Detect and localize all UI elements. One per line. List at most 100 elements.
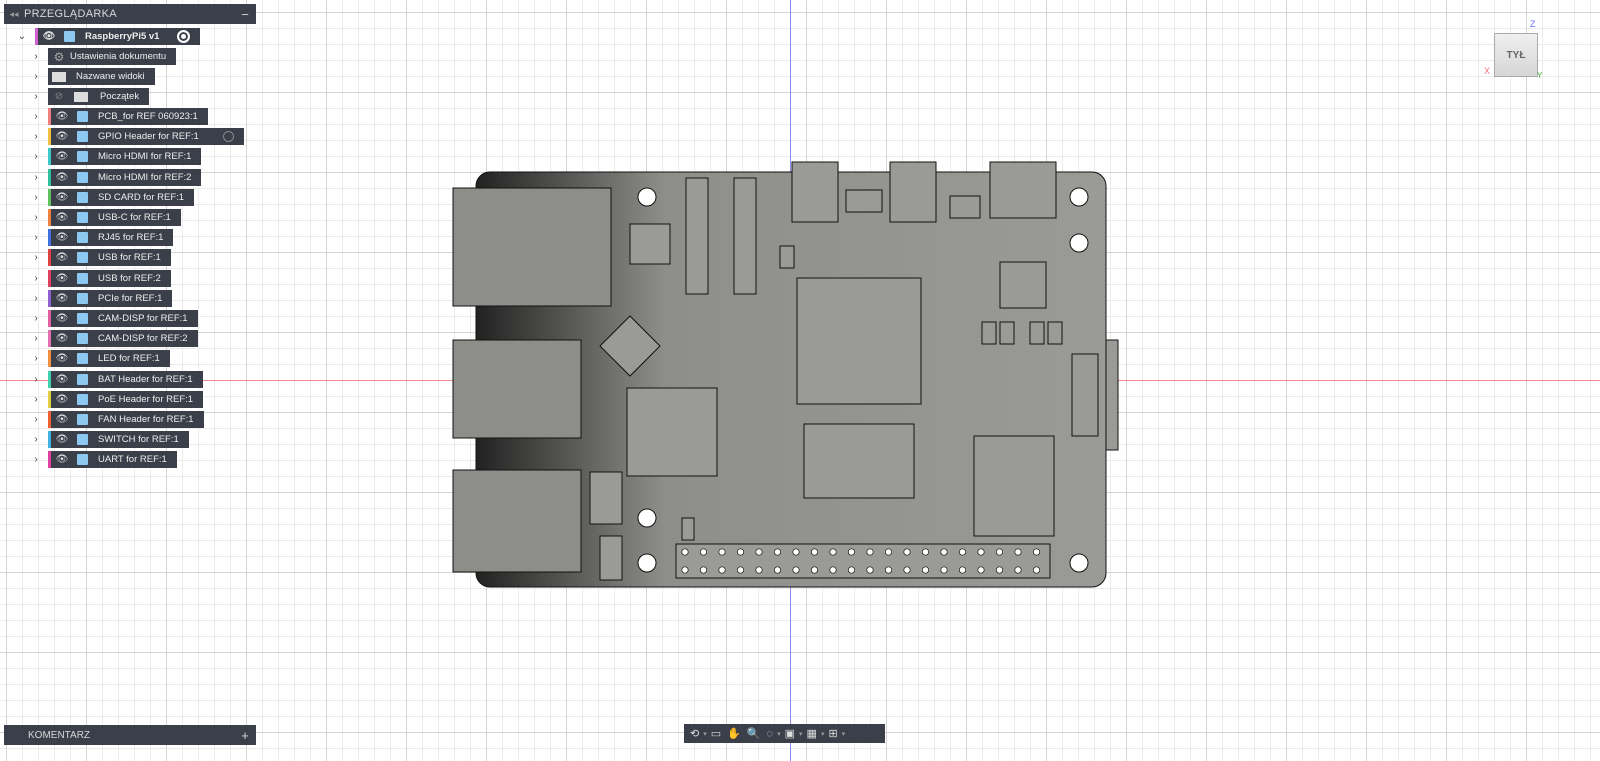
minimize-button[interactable]: −	[241, 6, 249, 22]
component-label: UART for REF:1	[98, 454, 167, 466]
chevron-right-icon[interactable]: ›	[34, 71, 38, 82]
chevron-right-icon[interactable]: ›	[34, 212, 38, 223]
tree-component[interactable]: › 👁 UART for REF:1	[30, 451, 177, 469]
chevron-down-icon[interactable]: ⌄	[17, 31, 27, 42]
chevron-down-icon[interactable]: ▾	[703, 730, 707, 738]
eye-icon[interactable]: 👁	[55, 151, 69, 163]
chevron-right-icon[interactable]: ›	[34, 51, 38, 62]
eye-icon[interactable]: 👁	[55, 292, 69, 304]
eye-icon[interactable]: 👁	[55, 191, 69, 203]
chevron-right-icon[interactable]: ›	[34, 232, 38, 244]
eye-icon[interactable]: 👁	[55, 333, 69, 345]
chevron-right-icon[interactable]: ›	[34, 91, 38, 102]
viewports-icon[interactable]: ⊞	[828, 728, 838, 740]
chevron-right-icon[interactable]: ›	[34, 252, 38, 264]
chevron-right-icon[interactable]: ›	[34, 171, 38, 183]
tree-component[interactable]: › 👁 CAM-DISP for REF:2	[30, 330, 198, 348]
viewcube[interactable]: TYŁ	[1494, 33, 1538, 77]
eye-icon[interactable]: 👁	[55, 111, 69, 122]
component-label: USB for REF:2	[98, 272, 161, 284]
chevron-right-icon[interactable]: ›	[34, 272, 38, 284]
activate-radio[interactable]	[222, 131, 234, 143]
eye-icon[interactable]: 👁	[42, 31, 56, 42]
gpio-pin	[718, 566, 726, 574]
tree-root[interactable]: ⌄ 👁 RaspberryPi5 v1	[16, 28, 201, 45]
gpio-pin	[995, 566, 1004, 574]
tree-component[interactable]: › 👁 RJ45 for REF:1	[30, 229, 174, 247]
eye-icon[interactable]: 👁	[55, 414, 69, 425]
eye-icon[interactable]: 👁	[55, 131, 69, 143]
tree-component[interactable]: › 👁 BAT Header for REF:1	[30, 370, 203, 388]
eye-icon[interactable]: 👁	[55, 313, 69, 324]
chevron-right-icon[interactable]: ›	[34, 292, 38, 304]
tree-component[interactable]: › 👁 USB-C for REF:1	[30, 209, 181, 226]
chevron-right-icon[interactable]: ›	[34, 111, 38, 122]
component-icon	[77, 414, 88, 425]
chevron-down-icon[interactable]: ▾	[820, 730, 825, 738]
tree-component[interactable]: › 👁 FAN Header for REF:1	[30, 411, 204, 428]
display-settings-icon[interactable]: ▣	[784, 728, 796, 740]
gpio-pin	[736, 548, 745, 556]
eye-icon[interactable]: 👁	[55, 393, 69, 405]
chevron-right-icon[interactable]: ›	[34, 454, 38, 466]
tree-component[interactable]: › 👁 USB for REF:1	[30, 249, 171, 267]
tree-component[interactable]: › 👁 USB for REF:2	[30, 269, 171, 287]
tree-component[interactable]: › 👁 Micro HDMI for REF:1	[30, 148, 202, 166]
gpio-pin	[866, 566, 874, 574]
look-at-icon[interactable]: ▭	[710, 728, 722, 740]
zoom-icon[interactable]: 🔍	[746, 728, 761, 740]
component-icon	[77, 353, 88, 365]
tree-component[interactable]: › 👁 PCB_for REF 060923:1	[30, 108, 208, 125]
chevron-right-icon[interactable]: ›	[34, 434, 38, 446]
eye-icon[interactable]: 👁	[55, 373, 69, 385]
chevron-right-icon[interactable]: ›	[34, 151, 38, 163]
collapse-panel-icon[interactable]: ◂◂	[9, 8, 19, 19]
tree-folder[interactable]: › Nazwane widoki	[30, 68, 155, 85]
tree-component[interactable]: › 👁 LED for REF:1	[30, 350, 170, 368]
tree-folder[interactable]: › ⚙ Ustawienia dokumentu	[30, 48, 177, 65]
eye-icon[interactable]: 👁	[55, 434, 69, 446]
tree-component[interactable]: › 👁 Micro HDMI for REF:2	[30, 168, 202, 186]
eye-icon[interactable]: 👁	[55, 353, 69, 365]
gpio-pin	[958, 548, 967, 556]
eye-icon[interactable]: 👁	[55, 212, 69, 223]
eye-icon[interactable]: 👁	[55, 454, 69, 466]
chevron-right-icon[interactable]: ›	[34, 131, 38, 143]
chevron-right-icon[interactable]: ›	[34, 333, 38, 345]
eye-icon[interactable]: 👁	[55, 252, 69, 264]
tree-component[interactable]: › 👁 SWITCH for REF:1	[30, 431, 189, 449]
chevron-down-icon[interactable]: ▾	[799, 730, 803, 738]
component-icon	[77, 292, 88, 304]
chevron-down-icon[interactable]: ▾	[841, 730, 846, 738]
chevron-down-icon[interactable]: ▾	[777, 730, 781, 738]
chevron-right-icon[interactable]: ›	[34, 373, 38, 385]
tree-component[interactable]: › 👁 SD CARD for REF:1	[30, 188, 195, 206]
tree-component[interactable]: › 👁 PCIe for REF:1	[30, 289, 173, 307]
chevron-right-icon[interactable]: ›	[34, 191, 38, 203]
component-icon	[77, 171, 88, 183]
tree-component[interactable]: › 👁 PoE Header for REF:1	[30, 390, 204, 408]
add-comment-button[interactable]: +	[241, 727, 249, 743]
folder-label: Nazwane widoki	[76, 71, 145, 82]
browser-title: PRZEGLĄDARKA	[24, 8, 117, 20]
fit-icon[interactable]: ◌	[766, 727, 774, 740]
chevron-right-icon[interactable]: ›	[34, 393, 38, 405]
component-icon	[77, 454, 88, 466]
component-label: PCB_for REF 060923:1	[98, 111, 198, 122]
chevron-right-icon[interactable]: ›	[34, 414, 38, 425]
tree-component[interactable]: › 👁 GPIO Header for REF:1	[30, 128, 244, 146]
viewcube-y-label: Y	[1537, 71, 1543, 80]
pan-hand-icon[interactable]: ✋	[727, 728, 741, 740]
tree-component[interactable]: › 👁 CAM-DISP for REF:1	[30, 310, 198, 327]
eye-icon[interactable]: 👁	[55, 171, 69, 183]
eye-hidden-icon[interactable]: ⊘	[54, 91, 64, 102]
chevron-right-icon[interactable]: ›	[34, 353, 38, 365]
eye-icon[interactable]: 👁	[55, 232, 69, 244]
activate-radio[interactable]	[177, 30, 191, 43]
chevron-right-icon[interactable]: ›	[34, 313, 38, 324]
orbit-icon[interactable]: ⟲	[690, 728, 700, 740]
eye-icon[interactable]: 👁	[55, 272, 69, 284]
grid-icon[interactable]: ▦	[806, 728, 817, 740]
tree-folder[interactable]: › ⊘ Początek	[30, 88, 150, 105]
